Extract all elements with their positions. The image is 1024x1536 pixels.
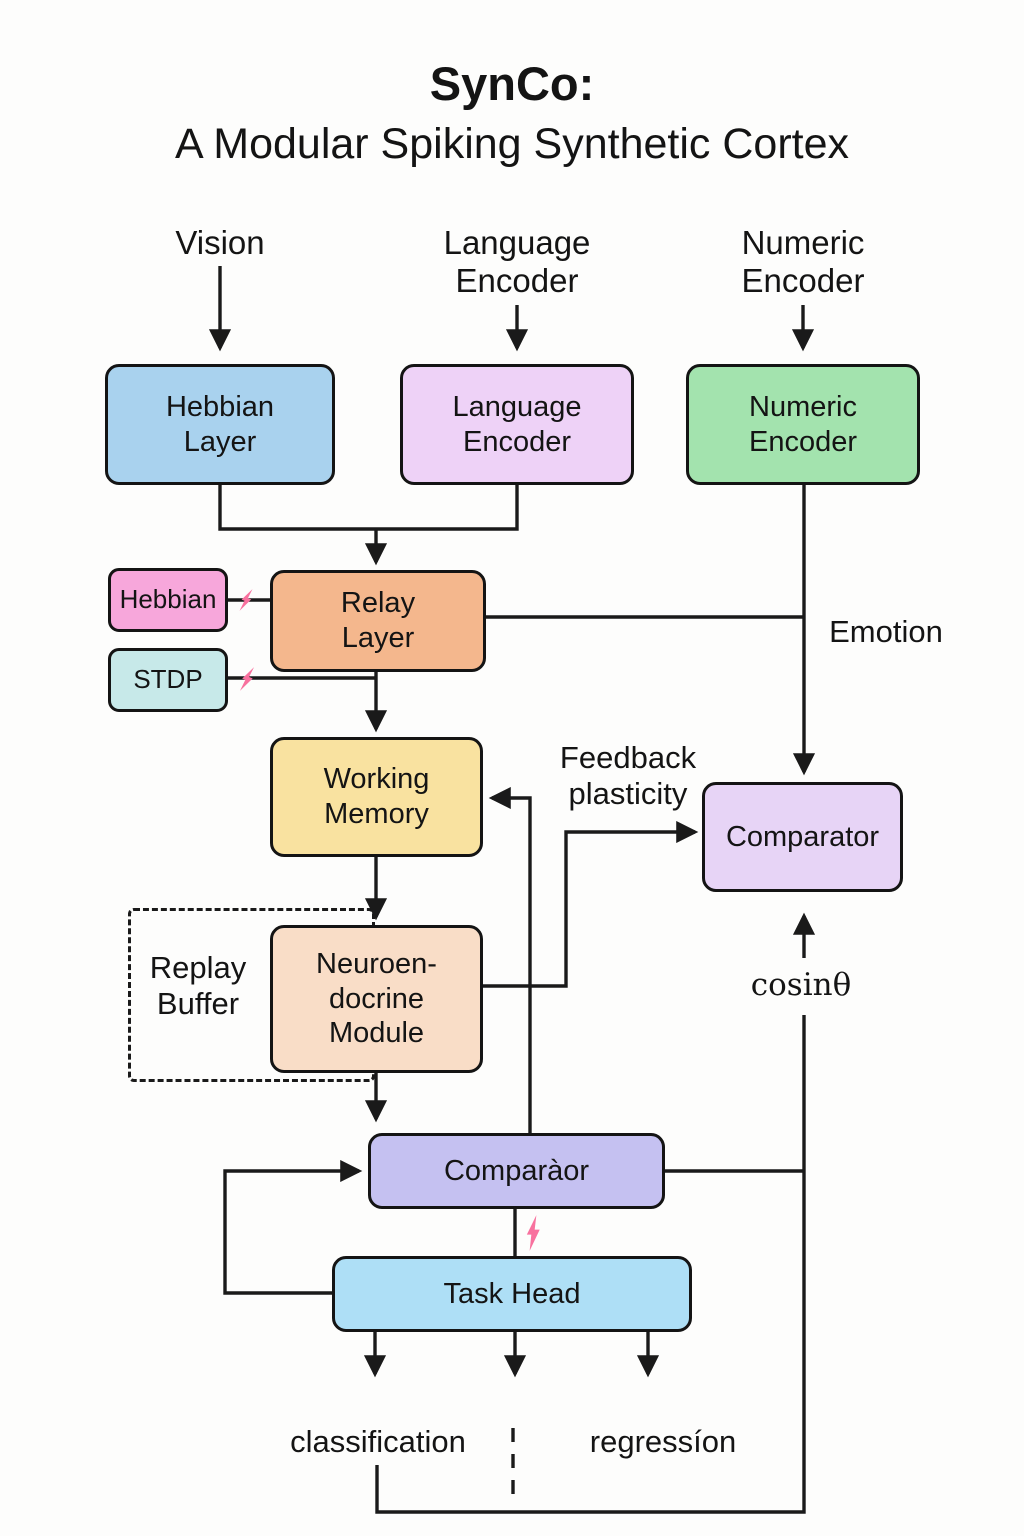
node-label: Neuroen- docrine Module bbox=[316, 947, 437, 1050]
edge-neuroendocrine-to-comparator-right bbox=[483, 820, 699, 988]
regression-output-label: regressíon bbox=[589, 1424, 737, 1459]
node-working-memory: Working Memory bbox=[270, 737, 483, 857]
node-label: Relay Layer bbox=[340, 587, 416, 654]
node-hebbian-rule: Hebbian bbox=[108, 568, 228, 632]
node-label: Language Encoder bbox=[452, 390, 582, 458]
node-stdp-rule: STDP bbox=[108, 648, 228, 712]
node-neuroendocrine-module: Neuroen- docrine Module bbox=[270, 925, 483, 1073]
edge-merge-junction bbox=[218, 485, 519, 531]
node-task-head: Task Head bbox=[332, 1256, 692, 1332]
input-label-language: Language Encoder bbox=[443, 224, 591, 299]
node-label: STDP bbox=[133, 664, 203, 695]
emotion-label: Emotion bbox=[829, 614, 943, 649]
edge-task-head-loop-to-comparator bbox=[223, 1159, 363, 1295]
node-comparator-bottom: Comparàor bbox=[368, 1133, 665, 1209]
node-label: Numeric Encoder bbox=[748, 390, 857, 458]
input-label-numeric: Numeric Encoder bbox=[741, 224, 865, 299]
node-relay-layer: Relay Layer bbox=[270, 570, 486, 672]
feedback-plasticity-label: Feedback plasticity bbox=[559, 740, 697, 811]
replay-buffer-label: Replay Buffer bbox=[149, 950, 247, 1021]
node-label: Hebbian bbox=[119, 584, 217, 615]
lightning-icon-comparator bbox=[526, 1215, 540, 1251]
node-label: Working Memory bbox=[323, 763, 430, 830]
node-numeric-encoder: Numeric Encoder bbox=[686, 364, 920, 485]
input-label-vision: Vision bbox=[175, 224, 265, 261]
edge-comparator-bottom-to-wm bbox=[488, 786, 532, 1133]
page-subtitle: A Modular Spiking Synthetic Cortex bbox=[175, 120, 849, 168]
classification-output-label: classification bbox=[290, 1424, 466, 1459]
page-title: SynCo: bbox=[429, 57, 595, 110]
node-hebbian-layer: Hebbian Layer bbox=[105, 364, 335, 485]
node-label: Comparàor bbox=[443, 1154, 590, 1187]
node-label: Comparator bbox=[725, 820, 880, 853]
edge-output-loop-to-right-rail bbox=[375, 1015, 806, 1514]
cosine-theta-label: cosinθ bbox=[744, 967, 858, 1004]
node-language-encoder: Language Encoder bbox=[400, 364, 634, 485]
node-label: Task Head bbox=[443, 1277, 581, 1310]
node-comparator-right: Comparator bbox=[702, 782, 903, 892]
node-label: Hebbian Layer bbox=[165, 390, 275, 458]
